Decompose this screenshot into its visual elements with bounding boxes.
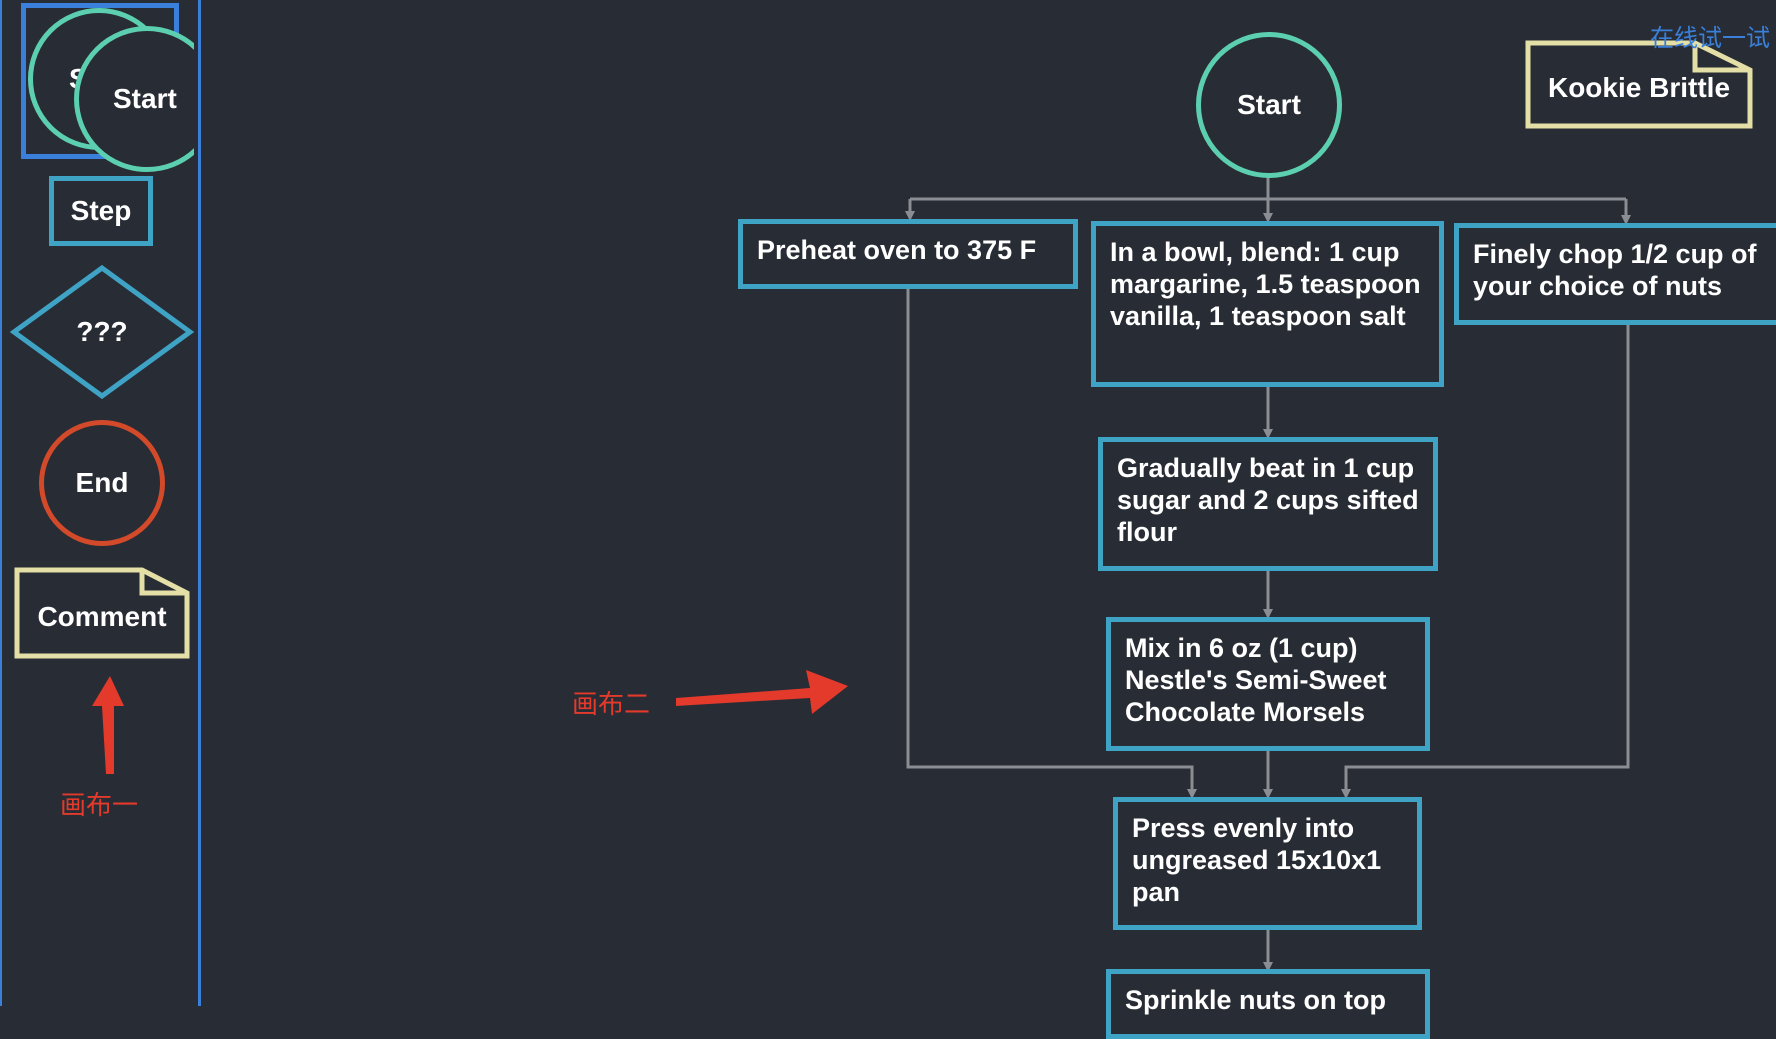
step-press-label: Press evenly into ungreased 15x10x1 pan xyxy=(1132,813,1382,907)
palette-decision-label: ??? xyxy=(76,316,128,347)
decision-diamond-shape xyxy=(9,264,195,400)
palette-step-label: Step xyxy=(70,195,132,226)
palette-step-shape[interactable]: Step xyxy=(49,176,153,246)
palette-comment-label: Comment xyxy=(37,601,167,632)
connector-chop-to-press xyxy=(1341,325,1630,799)
step-mix-label: Mix in 6 oz (1 cup) Nestle's Semi-Sweet … xyxy=(1125,633,1387,727)
palette-start-label: Start xyxy=(113,83,177,114)
step-chop[interactable]: Finely chop 1/2 cup of your choice of nu… xyxy=(1454,223,1776,325)
palette-comment-shape[interactable]: Comment xyxy=(14,567,190,659)
canvas-two-annotation: 画布二 xyxy=(572,689,651,719)
shape-palette: S Start Step ??? End Comment 画布一 xyxy=(0,0,201,1006)
palette-end-label: End xyxy=(75,467,129,498)
canvas-one-arrow xyxy=(92,676,124,774)
palette-decision-shape[interactable]: ??? xyxy=(9,264,195,400)
step-preheat-label: Preheat oven to 375 F xyxy=(757,235,1037,265)
title-comment-label: Kookie Brittle xyxy=(1547,72,1731,103)
palette-end-shape[interactable]: End xyxy=(39,420,165,546)
step-beat-label: Gradually beat in 1 cup sugar and 2 cups… xyxy=(1117,453,1419,547)
palette-start-shape[interactable]: Start xyxy=(74,26,194,172)
comment-note-shape xyxy=(1525,40,1753,129)
step-mix[interactable]: Mix in 6 oz (1 cup) Nestle's Semi-Sweet … xyxy=(1106,617,1430,751)
step-blend[interactable]: In a bowl, blend: 1 cup margarine, 1.5 t… xyxy=(1091,221,1444,387)
step-blend-label: In a bowl, blend: 1 cup margarine, 1.5 t… xyxy=(1110,237,1421,331)
palette-comment-note-shape xyxy=(14,567,190,659)
start-node[interactable]: Start xyxy=(1196,32,1342,178)
step-beat[interactable]: Gradually beat in 1 cup sugar and 2 cups… xyxy=(1098,437,1438,571)
connector-preheat-to-press xyxy=(906,289,1197,799)
connector-layer xyxy=(905,176,1631,972)
step-press[interactable]: Press evenly into ungreased 15x10x1 pan xyxy=(1113,797,1422,930)
title-comment-note[interactable]: Kookie Brittle xyxy=(1525,40,1753,129)
canvas-two-arrow xyxy=(676,670,848,714)
canvas-one-annotation: 画布一 xyxy=(60,790,139,820)
step-chop-label: Finely chop 1/2 cup of your choice of nu… xyxy=(1473,239,1757,301)
step-preheat[interactable]: Preheat oven to 375 F xyxy=(738,219,1078,289)
try-online-link[interactable]: 在线试一试 xyxy=(1650,25,1770,52)
start-node-label: Start xyxy=(1237,89,1301,120)
